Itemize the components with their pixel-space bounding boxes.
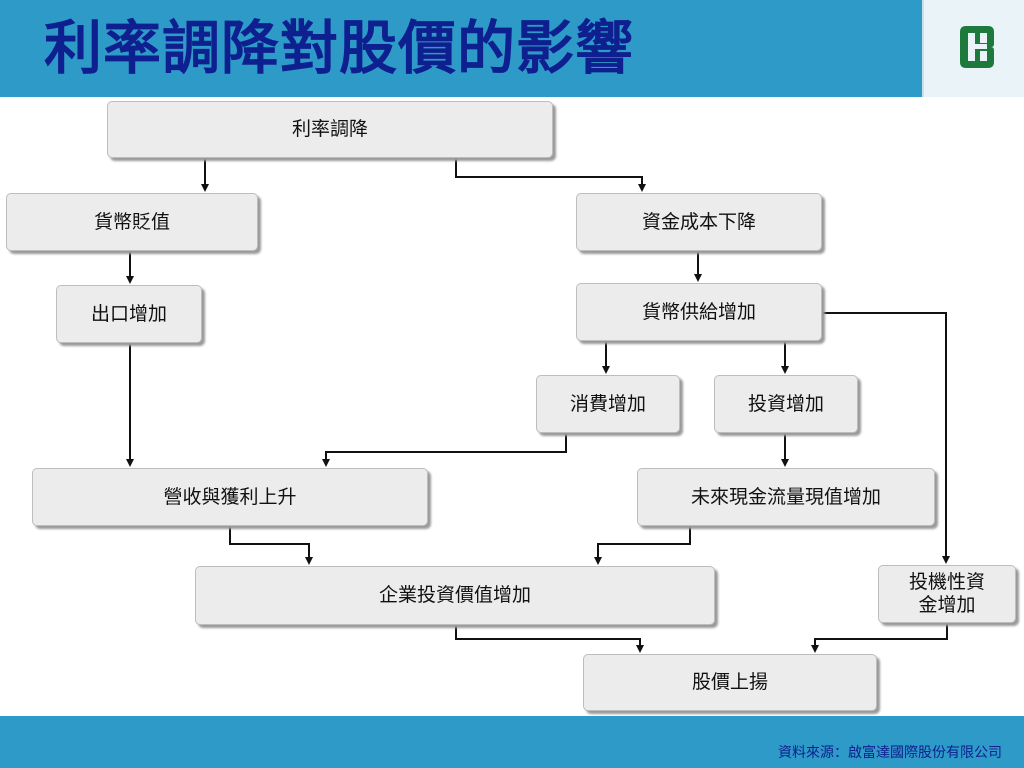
node-export-increase: 出口增加 (56, 285, 202, 343)
node-speculative-funds-increase: 投機性資金增加 (878, 565, 1016, 623)
fubon-logo-icon (960, 26, 994, 68)
node-capital-cost-down: 資金成本下降 (576, 193, 822, 251)
page-title: 利率調降對股價的影響 (44, 14, 635, 82)
node-stock-price-rise: 股價上揚 (583, 654, 877, 711)
footer-bar (0, 716, 1024, 768)
arrow-revenue-to-enterprise (229, 526, 313, 565)
header-bar (0, 0, 922, 97)
arrow-rate-to-capital-cost (455, 158, 646, 192)
node-investment-increase: 投資增加 (714, 375, 858, 433)
arrow-money-to-speculative (822, 312, 950, 564)
node-cashflow-pv-increase: 未來現金流量現值增加 (637, 468, 935, 526)
node-revenue-profit-up: 營收與獲利上升 (32, 468, 428, 526)
arrow-cashflow-to-enterprise (594, 526, 691, 565)
arrow-consumption-to-revenue (322, 433, 567, 467)
node-rate-cut: 利率調降 (107, 101, 553, 158)
node-currency-depreciation: 貨幣貶值 (6, 193, 258, 251)
logo-area (922, 0, 1024, 97)
node-money-supply-increase: 貨幣供給增加 (576, 283, 822, 341)
arrow-enterprise-to-stock (455, 625, 644, 653)
node-consumption-increase: 消費增加 (536, 375, 680, 433)
source-note: 資料來源：啟富達國際股份有限公司 (778, 745, 1002, 761)
node-enterprise-value-increase: 企業投資價值增加 (195, 566, 715, 625)
arrow-speculative-to-stock (811, 623, 948, 653)
